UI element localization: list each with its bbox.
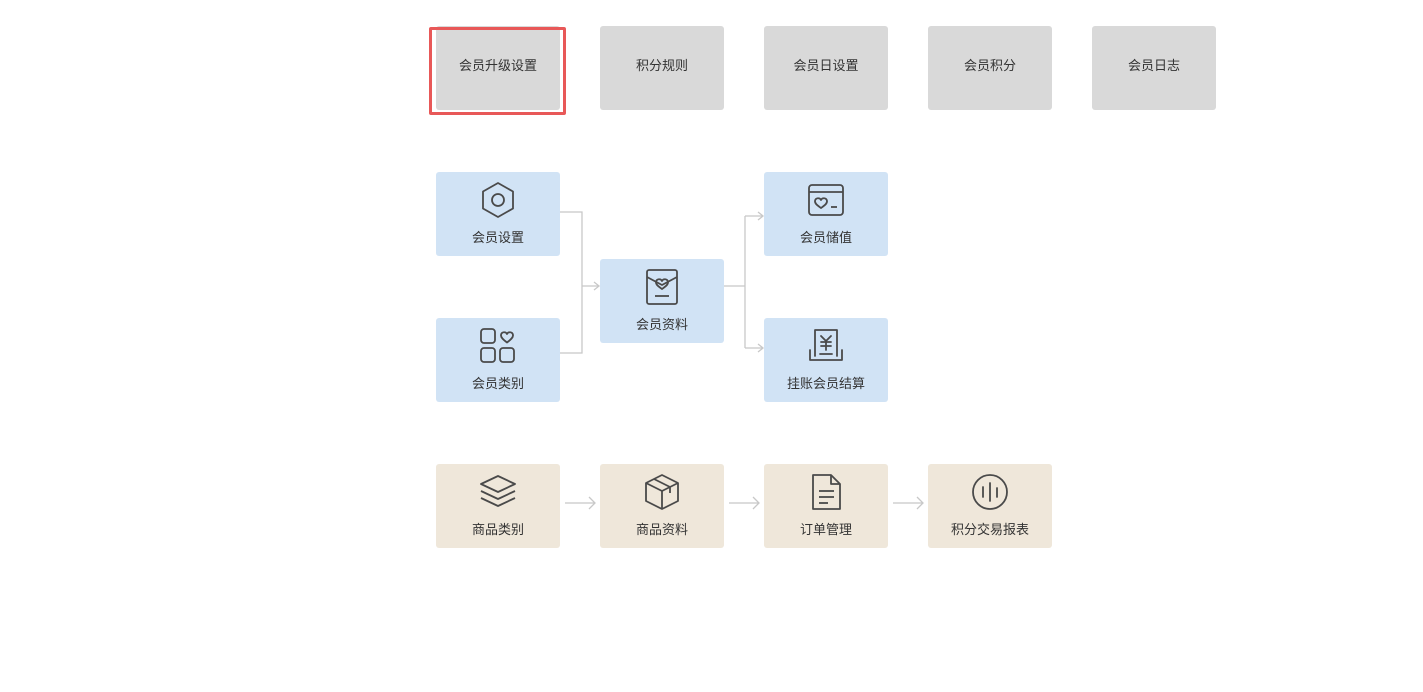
category-grid-icon bbox=[478, 326, 518, 366]
document-icon bbox=[806, 472, 846, 512]
tile-label: 商品资料 bbox=[635, 523, 688, 538]
tile-label: 会员设置 bbox=[471, 231, 524, 246]
connector-arrowhead bbox=[757, 211, 765, 221]
tab-label: 积分规则 bbox=[635, 59, 688, 74]
wallet-card-icon bbox=[806, 180, 846, 220]
report-bars-icon bbox=[970, 472, 1010, 512]
hexagon-settings-icon bbox=[478, 180, 518, 220]
credit-member-settlement-tile[interactable]: 挂账会员结算 bbox=[764, 318, 888, 402]
member-deposit-tile[interactable]: 会员储值 bbox=[764, 172, 888, 256]
member-card-icon bbox=[642, 267, 682, 307]
yen-receipt-icon bbox=[806, 326, 846, 366]
goods-profile-tile[interactable]: 商品资料 bbox=[600, 464, 724, 548]
box-icon bbox=[642, 472, 682, 512]
tile-label: 积分交易报表 bbox=[950, 523, 1029, 538]
layers-icon bbox=[478, 472, 518, 512]
tile-label: 订单管理 bbox=[799, 523, 852, 538]
arrow-goods-1 bbox=[565, 496, 596, 510]
connector-merge bbox=[560, 211, 583, 354]
member-profile-tile[interactable]: 会员资料 bbox=[600, 259, 724, 343]
tab-member-day-settings[interactable]: 会员日设置 bbox=[764, 26, 888, 110]
tile-label: 挂账会员结算 bbox=[786, 377, 865, 392]
tile-label: 会员储值 bbox=[799, 231, 852, 246]
connector-arrowhead bbox=[593, 281, 601, 291]
order-management-tile[interactable]: 订单管理 bbox=[764, 464, 888, 548]
arrow-goods-2 bbox=[729, 496, 760, 510]
member-settings-tile[interactable]: 会员设置 bbox=[436, 172, 560, 256]
tab-label: 会员升级设置 bbox=[458, 59, 537, 74]
tab-member-log[interactable]: 会员日志 bbox=[1092, 26, 1216, 110]
tab-member-points[interactable]: 会员积分 bbox=[928, 26, 1052, 110]
goods-category-tile[interactable]: 商品类别 bbox=[436, 464, 560, 548]
tab-label: 会员积分 bbox=[963, 59, 1016, 74]
member-category-tile[interactable]: 会员类别 bbox=[436, 318, 560, 402]
tab-member-upgrade-settings[interactable]: 会员升级设置 bbox=[436, 26, 560, 110]
tab-label: 会员日志 bbox=[1127, 59, 1180, 74]
tile-label: 会员类别 bbox=[471, 377, 524, 392]
tab-points-rules[interactable]: 积分规则 bbox=[600, 26, 724, 110]
arrow-goods-3 bbox=[893, 496, 924, 510]
tile-label: 会员资料 bbox=[635, 318, 688, 333]
points-transaction-report-tile[interactable]: 积分交易报表 bbox=[928, 464, 1052, 548]
tile-label: 商品类别 bbox=[471, 523, 524, 538]
connector-arrowhead bbox=[757, 343, 765, 353]
tab-label: 会员日设置 bbox=[793, 59, 859, 74]
